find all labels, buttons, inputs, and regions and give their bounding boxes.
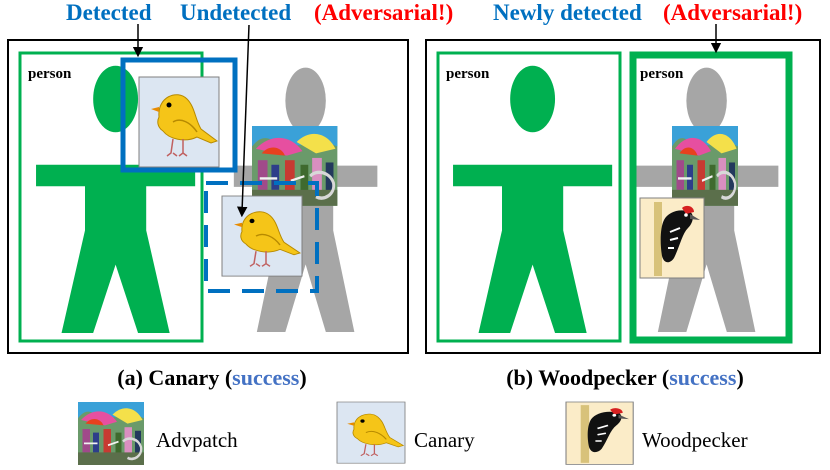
advpatch-on-person-a	[250, 124, 340, 208]
label-adversarial-right: (Adversarial!)	[663, 0, 802, 25]
caption-b: (b) Woodpecker (success)	[506, 365, 744, 390]
legend-woodpecker-label: Woodpecker	[642, 428, 748, 452]
bbox-undetected-canary	[204, 181, 319, 293]
advpatch-on-person-b	[670, 124, 740, 208]
panel-b-frame	[425, 39, 821, 354]
label-person-a: person	[28, 66, 72, 82]
caption-b-prefix: (b) Woodpecker (	[506, 365, 669, 390]
legend-advpatch-label: Advpatch	[156, 428, 238, 452]
canary-patch-detected	[138, 76, 220, 168]
bbox-person-b-newly-detected	[629, 51, 793, 344]
label-undetected: Undetected	[180, 0, 291, 25]
caption-b-status: success	[669, 365, 737, 390]
legend-canary-label: Canary	[414, 428, 475, 452]
label-adversarial-left: (Adversarial!)	[314, 0, 453, 25]
label-newly-detected: Newly detected	[493, 0, 642, 25]
caption-a: (a) Canary (success)	[117, 365, 306, 390]
legend-advpatch-swatch	[76, 400, 146, 467]
caption-a-prefix: (a) Canary (	[117, 365, 232, 390]
legend-canary-swatch	[336, 401, 406, 464]
panel-a-frame	[7, 39, 409, 354]
woodpecker-patch	[639, 197, 705, 279]
caption-a-status: success	[232, 365, 300, 390]
bbox-detected-canary	[120, 57, 238, 173]
bbox-person-a	[18, 51, 204, 343]
caption-a-suffix: )	[299, 365, 306, 390]
arrow-undetected	[236, 24, 250, 218]
caption-b-suffix: )	[736, 365, 743, 390]
label-person-b-2: person	[640, 66, 684, 82]
legend-woodpecker-swatch	[564, 400, 635, 466]
canary-patch-undetected	[221, 195, 303, 277]
person-detected-b	[453, 65, 613, 333]
label-detected: Detected	[66, 0, 152, 25]
label-person-b-1: person	[446, 66, 490, 82]
bbox-person-b-1	[436, 51, 622, 343]
